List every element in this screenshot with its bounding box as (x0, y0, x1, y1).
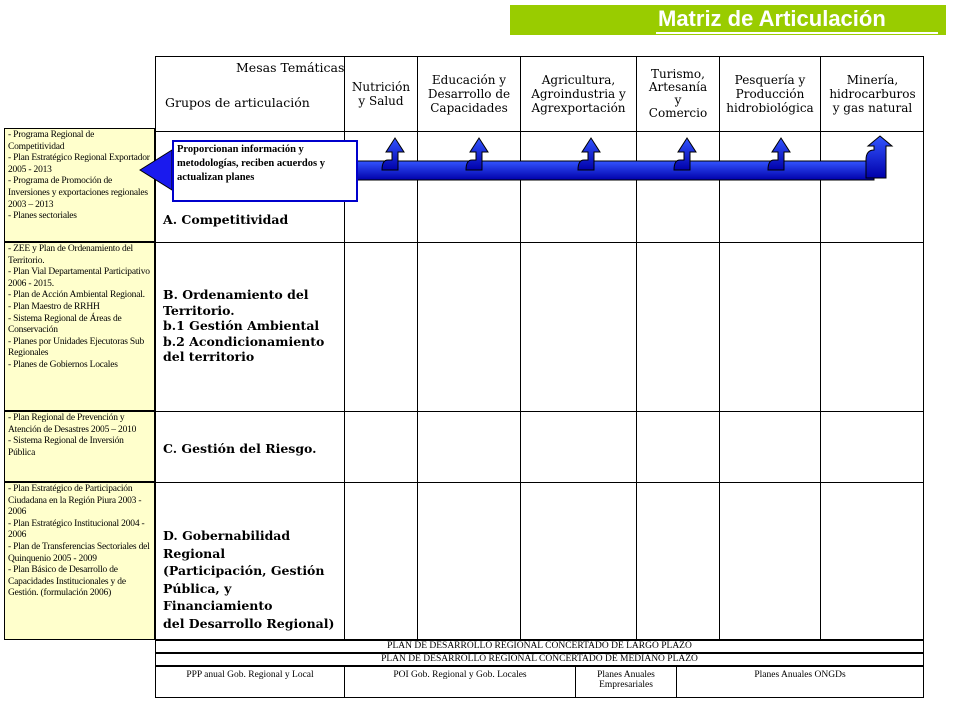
title-bar (510, 5, 946, 35)
up-arrow-icon-turismo (673, 137, 697, 171)
group-label-b: B. Ordenamiento del Territorio. b.1 Gest… (163, 287, 325, 364)
title-underline (656, 32, 938, 34)
column-header-pesqueria: Pesquería y Producción hidrobiológica (726, 73, 814, 115)
plan-largo-plazo: PLAN DE DESARROLLO REGIONAL CONCERTADO D… (155, 640, 924, 653)
column-header-educacion: Educación y Desarrollo de Capacidades (427, 73, 511, 115)
up-arrow-icon-nutricion (381, 137, 405, 171)
mesas-label: Mesas Temáticas (236, 60, 345, 75)
column-header-agricultura: Agricultura, Agroindustria y Agrexportac… (531, 73, 626, 115)
side-plans-a: - Programa Regional de Competitividad - … (4, 128, 155, 242)
column-header-mineria: Minería, hidrocarburos y gas natural (829, 73, 916, 115)
side-plans-b: - ZEE y Plan de Ordenamiento del Territo… (4, 242, 155, 411)
page-title: Matriz de Articulación (658, 6, 886, 31)
header-divider (155, 131, 924, 132)
col-divider-1 (344, 56, 345, 640)
col-divider-5 (719, 56, 720, 640)
row-divider-b (155, 411, 924, 412)
side-plans-d: - Plan Estratégico de Participación Ciud… (4, 482, 155, 640)
col-divider-3 (520, 56, 521, 640)
row-divider-a (155, 242, 924, 243)
plan-mediano-plazo: PLAN DE DESARROLLO REGIONAL CONCERTADO D… (155, 653, 924, 666)
group-label-a: A. Competitividad (163, 212, 289, 227)
up-arrow-icon-pesqueria (767, 137, 791, 171)
plan-poi: POI Gob. Regional y Gob. Locales (344, 666, 576, 698)
group-label-d: D. Gobernabilidad Regional (Participació… (163, 528, 335, 631)
column-header-turismo: Turismo, Artesanía y Comercio (648, 67, 708, 120)
matrix-frame (155, 56, 924, 640)
grupos-label: Grupos de articulación (165, 95, 310, 110)
side-plans-c: - Plan Regional de Prevención y Atención… (4, 411, 155, 482)
row-divider-c (155, 482, 924, 483)
col-divider-2 (417, 56, 418, 640)
plan-ppp-anual: PPP anual Gob. Regional y Local (155, 666, 345, 698)
plan-empresariales: Planes Anuales Empresariales (575, 666, 677, 698)
left-arrow-icon (139, 149, 173, 191)
group-label-c: C. Gestión del Riesgo. (163, 441, 317, 456)
column-header-nutricion: Nutrición y Salud (351, 80, 411, 108)
col-divider-6 (820, 56, 821, 640)
plan-ongds: Planes Anuales ONGDs (676, 666, 924, 698)
col-divider-4 (636, 56, 637, 640)
callout-box: Proporcionan información y metodologías,… (172, 140, 358, 202)
up-arrow-icon-agricultura (577, 137, 601, 171)
up-arrow-icon-educacion (465, 137, 489, 171)
up-arrow-icon-mineria (865, 135, 894, 179)
